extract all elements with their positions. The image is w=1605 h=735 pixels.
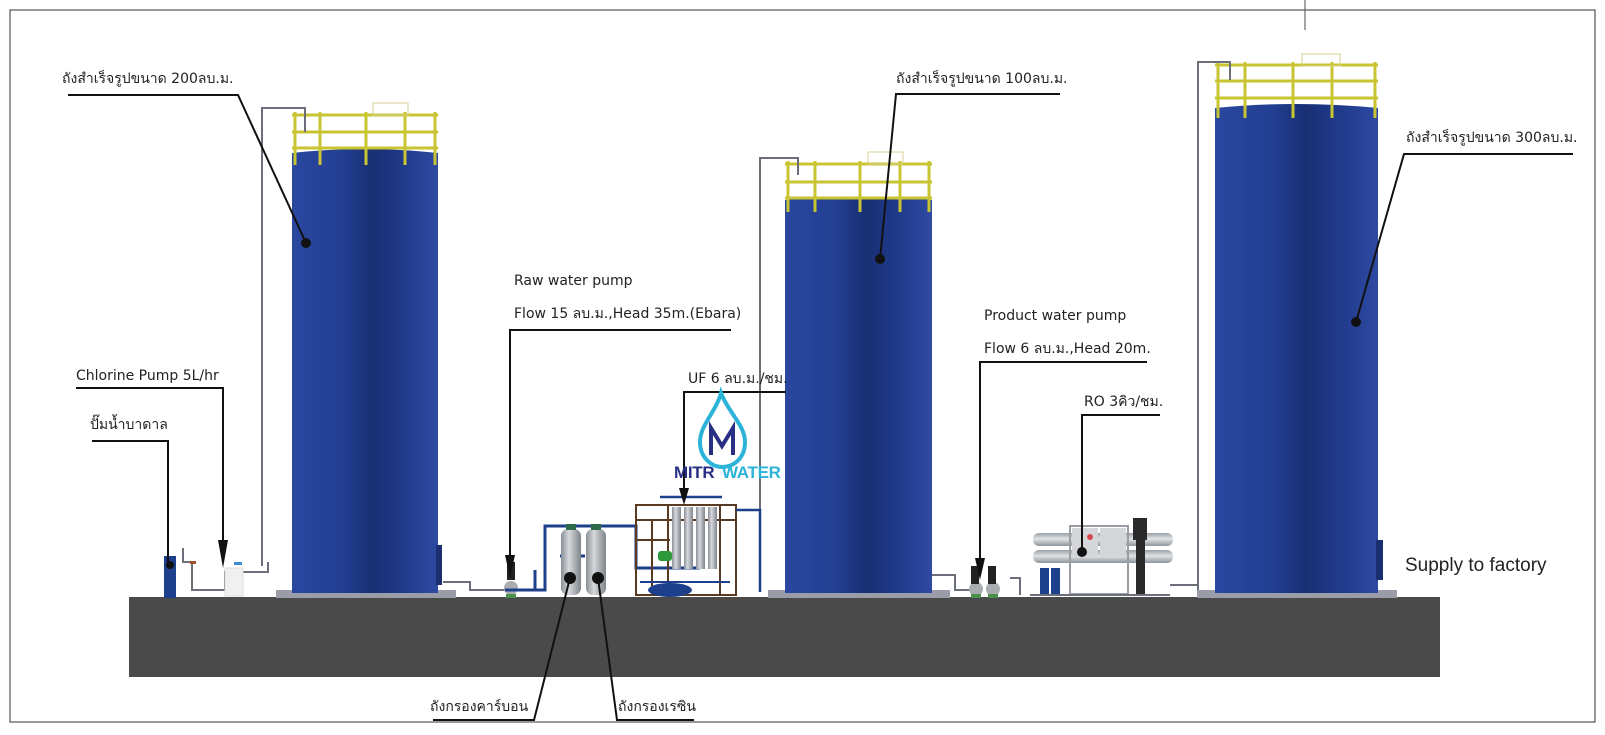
well-pump [164,556,176,598]
leader-ro [1081,414,1160,552]
tank-100-railing [785,151,932,212]
leader-tank-200 [68,94,307,244]
raw-pump-title: Raw water pump [514,273,633,289]
leader-chlorine [76,387,224,552]
concrete-slab [129,597,1440,677]
tank-100-label: ถังสำเร็จรูปขนาด 100ลบ.ม. [896,71,1068,87]
tank-200 [261,102,456,598]
carbon-filter-label: ถังกรองคาร์บอน [430,699,529,715]
leader-lines [68,93,1573,721]
leader-uf [683,391,786,500]
ro-label: RO 3คิว/ชม. [1084,394,1164,410]
resin-filter-label: ถังกรองเรซิน [618,699,696,715]
logo-text-mitr: MITR [674,463,715,482]
tank-200-railing [292,102,438,165]
leader-dots [218,238,1361,584]
resin-filter-tank [586,524,606,595]
tank-300 [1170,53,1397,598]
pipe-tank200-out [443,581,505,591]
leader-tank-100 [879,93,1060,260]
leader-carbon [433,577,571,721]
logo-text-water: WATER [722,463,781,482]
chlorine-pump [190,561,244,597]
product-pump-title: Product water pump [984,308,1127,324]
ro-unit [1030,518,1173,596]
well-pump-label: ปั๊มน้ำบาดาล [90,417,168,433]
leader-product-pump [979,361,1147,566]
tank-200-label: ถังสำเร็จรูปขนาด 200ลบ.ม. [62,71,234,87]
leader-well-pump [92,440,169,562]
tank-300-label: ถังสำเร็จรูปขนาด 300ลบ.ม. [1406,130,1578,146]
pipe-tank100-out [932,574,1021,595]
supply-to-factory-label: Supply to factory [1405,555,1547,576]
uf-label: UF 6 ลบ.ม./ชม. [688,371,788,387]
chlorine-pump-label: Chlorine Pump 5L/hr [76,368,219,384]
product-pump-spec: Flow 6 ลบ.ม.,Head 20m. [984,341,1151,357]
leader-resin [597,577,694,721]
leader-tank-300 [1355,153,1573,323]
leader-raw-pump [509,329,731,562]
tank-100 [759,151,950,598]
pipe-chlorine [182,548,269,591]
product-water-pumps [969,566,1000,598]
uf-unit [635,495,762,597]
mitr-water-logo-icon [697,386,748,470]
raw-pump-spec: Flow 15 ลบ.ม.,Head 35m.(Ebara) [514,306,742,322]
carbon-filter-tank [561,524,581,595]
tank-300-railing [1215,53,1378,118]
drawing-frame [9,9,1596,723]
